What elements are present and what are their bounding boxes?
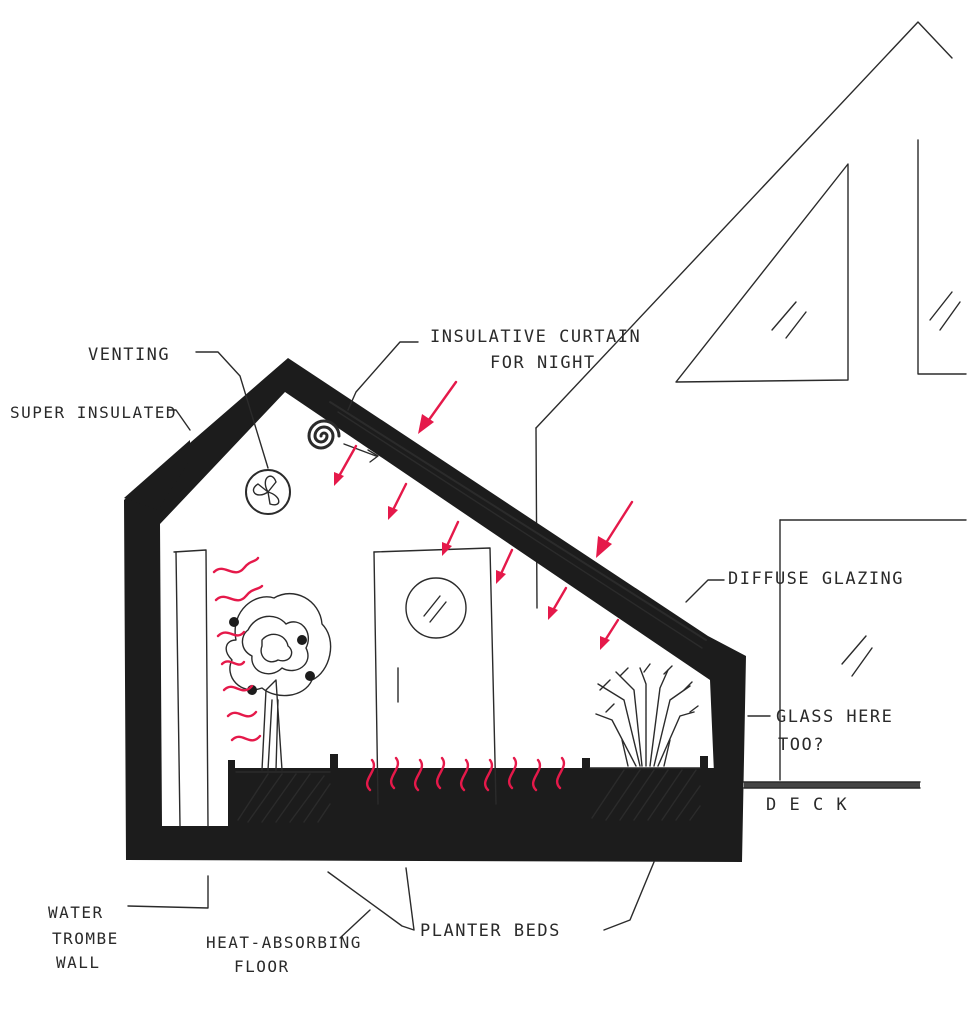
label-water-line1: WATER [48,903,104,922]
label-curtain-line2: FOR NIGHT [490,353,596,373]
shrub-sketch [596,664,698,766]
label-venting: VENTING [88,345,170,365]
label-water-line2: TROMBE [52,929,119,948]
sun-arrow [600,620,618,650]
label-floor-line2: FLOOR [234,957,290,976]
door [374,548,496,804]
label-water-line3: WALL [56,953,101,972]
label-diffuse-glazing: DIFFUSE GLAZING [728,569,904,589]
tree-sketch [226,594,330,770]
label-glass-line2: TOO? [778,735,825,755]
label-planter-beds: PLANTER BEDS [420,921,561,941]
label-curtain-line1: INSULATIVE CURTAIN [430,327,641,347]
label-floor-line1: HEAT-ABSORBING [206,933,362,952]
background-gable-structure [536,22,966,780]
water-trombe-wall [174,550,208,826]
sun-arrow [388,484,406,520]
label-glass-line1: GLASS HERE [776,707,893,727]
sun-arrow [548,588,566,620]
sun-arrow-large [418,382,456,434]
house-section-walls [124,358,746,862]
label-deck: D E C K [766,795,848,815]
sun-arrow [334,446,356,486]
sun-arrow [442,522,458,556]
deck-line [744,782,920,788]
venting-fan-icon [246,470,290,514]
sun-arrow [496,550,512,584]
sun-arrow-large [596,502,632,558]
label-super-insulated: SUPER INSULATED [10,403,177,422]
